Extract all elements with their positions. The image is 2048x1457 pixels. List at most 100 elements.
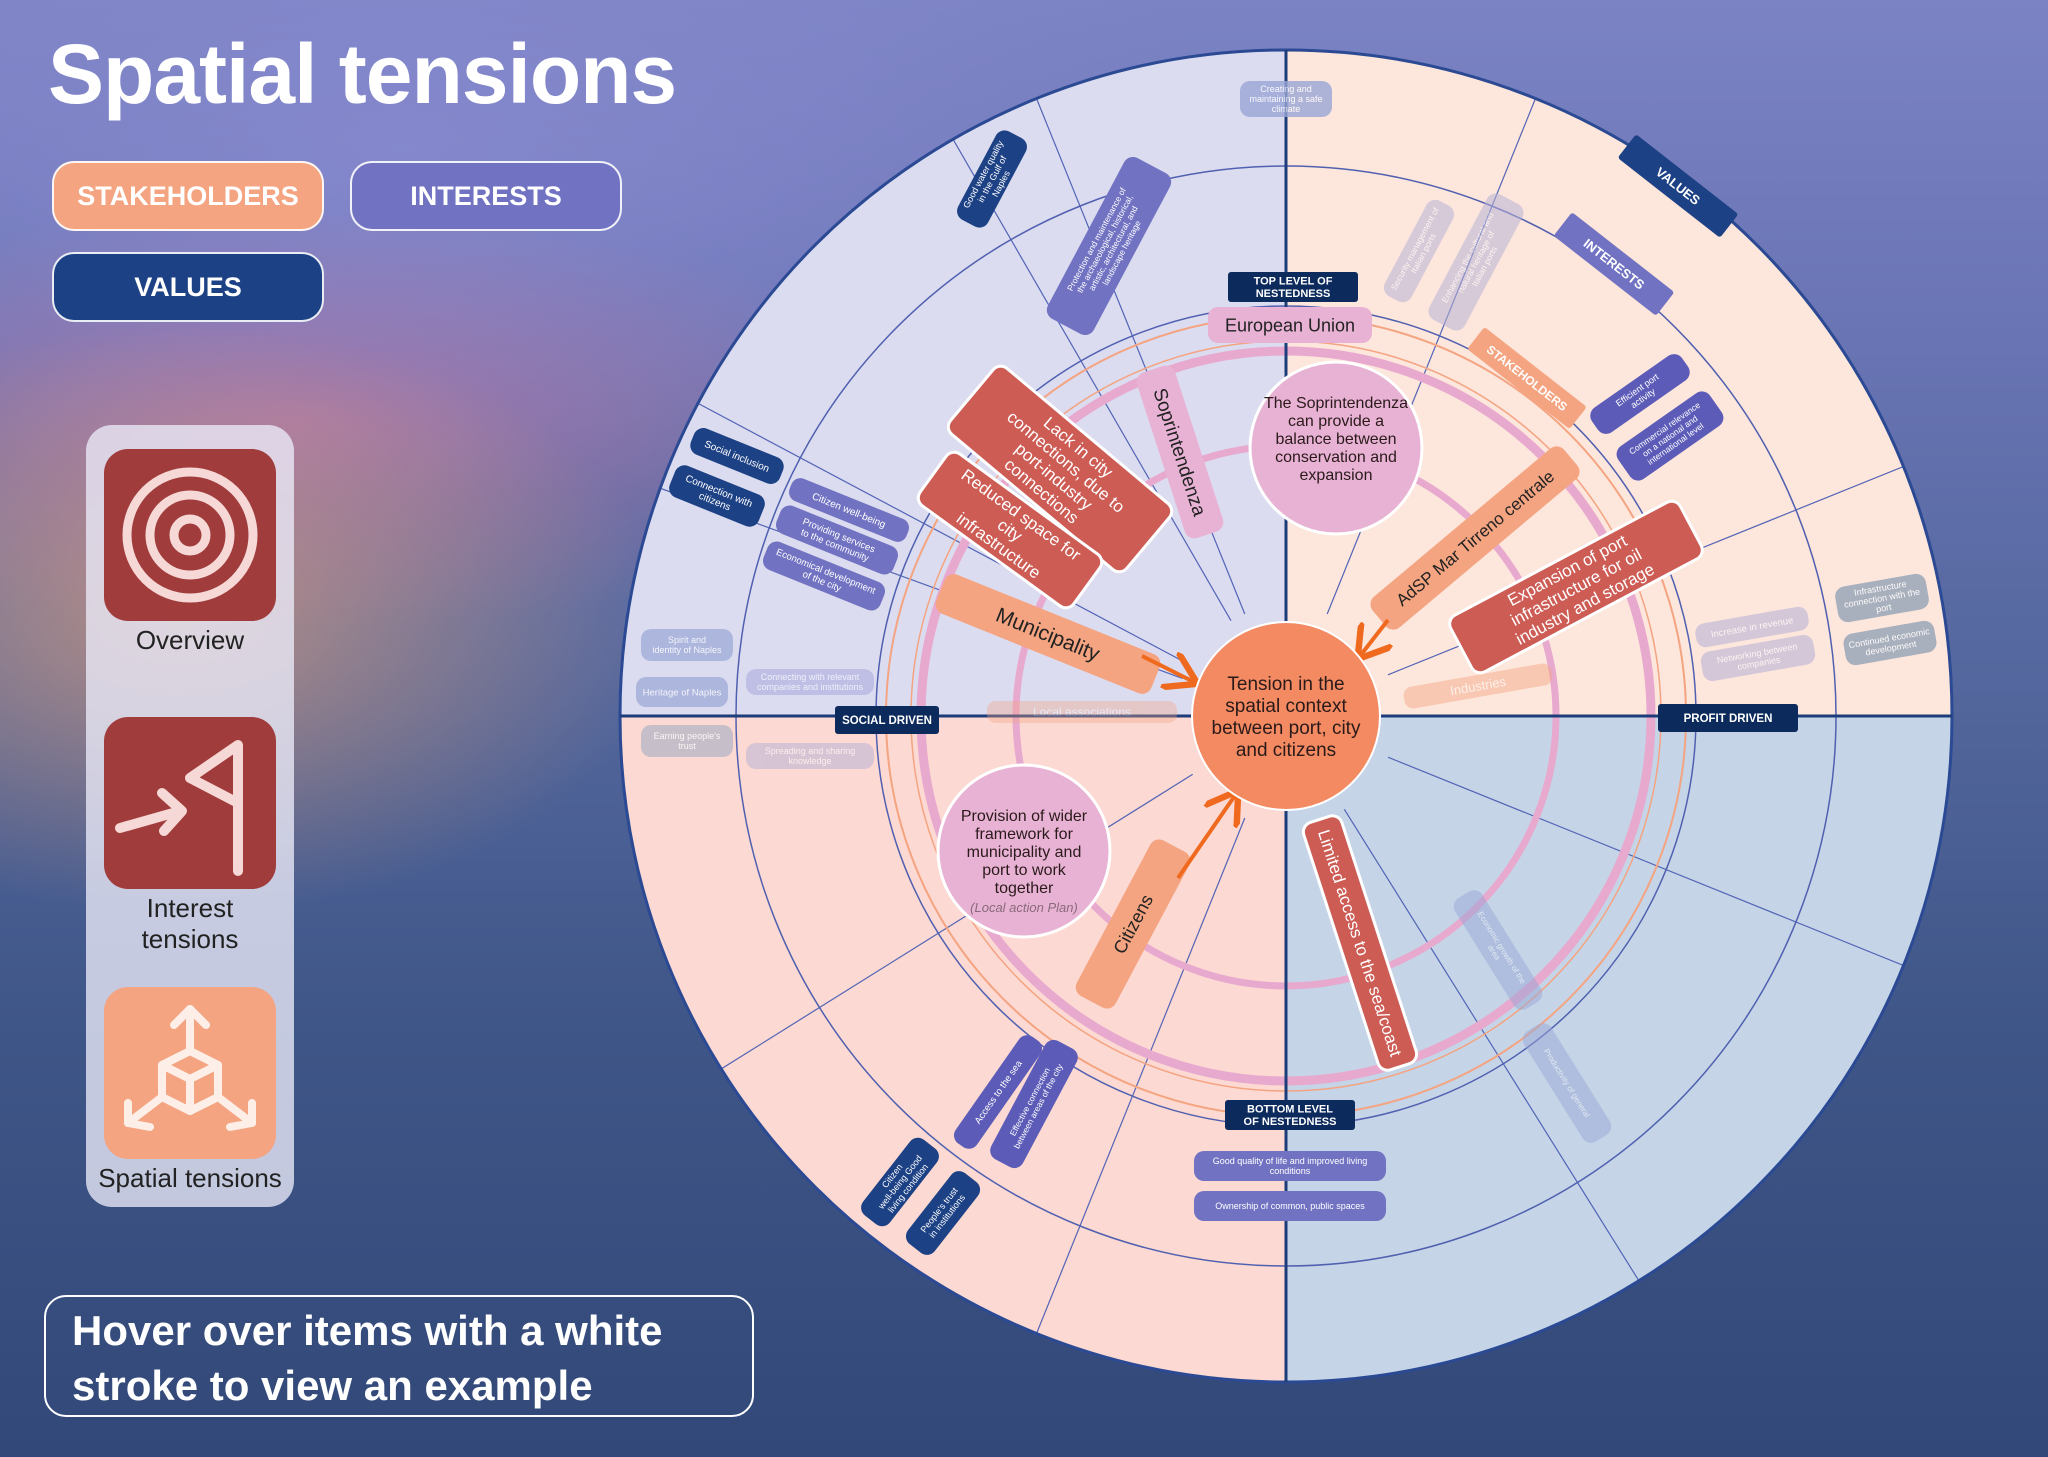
interest-ownership-label: Ownership of common, public spaces	[1215, 1201, 1365, 1211]
axis-label-right-label: PROFIT DRIVEN	[1684, 713, 1773, 725]
diverging-arrow-icon	[104, 717, 276, 889]
tension-expansion-bg	[1448, 499, 1704, 675]
ring-label-values-bg	[1618, 135, 1738, 237]
nav-item-overview[interactable]: Overview	[86, 449, 294, 656]
tension-limited-access-bg	[1301, 814, 1419, 1072]
interest-faded-a-bg	[1453, 890, 1543, 1010]
sector-divider	[1343, 808, 1658, 1310]
nav-label-interest-tensions: Interest tensions	[141, 893, 239, 954]
page-title: Spatial tensions	[48, 27, 677, 121]
interest-effective-connection-bg	[990, 1039, 1078, 1169]
interest-citizen-wellbeing-bg	[788, 478, 910, 542]
interest-spreading-knowledge-bg	[746, 743, 874, 769]
interest-protection-heritage-bg	[1046, 156, 1172, 336]
value-earning-trust-bg	[641, 725, 733, 757]
stakeholder-local-associations-label: Local associations	[1033, 705, 1131, 719]
value-connection-citizens[interactable]: Connection withcitizens	[666, 462, 768, 529]
arrow-citizens	[1176, 794, 1236, 880]
interest-economical-development-bg	[762, 541, 886, 611]
stakeholder-local-associations-bg	[987, 701, 1177, 723]
legend-interests-button[interactable]: INTERESTS	[350, 161, 622, 231]
value-citizen-wellbeing-good-bg	[861, 1137, 939, 1227]
value-commercial-relevance[interactable]: Commercial relevanceon a national andint…	[1613, 387, 1728, 484]
value-infrastructure-connection-bg	[1835, 573, 1929, 623]
cube-arrows-icon	[104, 987, 276, 1159]
sector-divider	[692, 773, 1194, 1088]
value-efficient-port-bg	[1590, 354, 1690, 434]
interest-enhance-heritage-bg	[1428, 193, 1524, 331]
axis-label-top-bg	[1228, 272, 1358, 302]
stakeholder-municipality-bg	[935, 574, 1161, 694]
pink-bubble-framework-note: (Local action Plan)	[970, 900, 1078, 915]
pink-bubble-balance-circle	[1248, 360, 1424, 536]
interest-faded-b-bg	[1522, 1023, 1612, 1143]
sector-divider	[1387, 756, 1936, 979]
value-heritage[interactable]: Heritage of Naples	[636, 677, 728, 707]
sector-divider	[667, 386, 1190, 665]
interest-ownership[interactable]: Ownership of common, public spaces	[1194, 1191, 1386, 1221]
interest-protection-heritage[interactable]: Protection and maintenance ofthe archaeo…	[1043, 153, 1174, 338]
sector-divider	[1023, 817, 1246, 1366]
interest-good-quality[interactable]: Good quality of life and improved living…	[1194, 1151, 1386, 1181]
tension-lack-connections-bg	[946, 364, 1174, 574]
nav-item-interest-tensions[interactable]: Interest tensions	[86, 717, 294, 955]
value-economic-development[interactable]: Continued economicdevelopment	[1842, 619, 1938, 666]
stakeholder-adsp-bg	[1370, 446, 1580, 630]
value-safe-climate-bg	[1240, 81, 1332, 117]
value-commercial-relevance-bg	[1616, 391, 1724, 481]
nav-label-overview: Overview	[135, 625, 245, 655]
legend-stakeholders-button[interactable]: STAKEHOLDERS	[52, 161, 324, 231]
nav-item-spatial-tensions[interactable]: Spatial tensions	[86, 987, 294, 1194]
interest-access-sea-bg	[953, 1035, 1043, 1149]
value-heritage-label: Heritage of Naples	[643, 687, 722, 698]
stakeholder-eu-bg	[1208, 307, 1372, 343]
target-icon	[104, 449, 276, 621]
ring-label-stakeholders-bg	[1468, 328, 1586, 428]
stakeholder-citizens-bg	[1075, 839, 1191, 1009]
interest-connecting-companies-bg	[746, 669, 874, 695]
axis-label-right: PROFIT DRIVEN	[1658, 704, 1798, 732]
stakeholder-local-associations[interactable]: Local associations	[987, 701, 1177, 723]
legend-values-button[interactable]: VALUES	[52, 252, 324, 322]
stakeholder-industries-bg	[1403, 663, 1553, 709]
interest-providing-services-bg	[775, 505, 899, 575]
interest-good-quality-bg	[1194, 1151, 1386, 1181]
interest-ownership-bg	[1194, 1191, 1386, 1221]
center-circle	[1191, 621, 1381, 811]
interest-increase-revenue-bg	[1695, 606, 1809, 648]
axis-label-left-label: SOCIAL DRIVEN	[842, 715, 932, 727]
axis-label-bottom-bg	[1225, 1100, 1355, 1130]
value-peoples-trust-bg	[905, 1171, 981, 1255]
axis-label-left: SOCIAL DRIVEN	[835, 706, 939, 734]
value-spirit-identity-bg	[641, 629, 733, 661]
interest-networking-companies-bg	[1700, 634, 1816, 682]
nav-panel: Overview Interest tensions	[86, 425, 294, 1207]
stakeholder-eu[interactable]: European Union	[1208, 307, 1372, 343]
tension-reduced-space-bg	[916, 450, 1104, 610]
value-infrastructure-connection[interactable]: Infrastructureconnection with theport	[1834, 572, 1931, 623]
value-heritage-bg	[636, 677, 728, 707]
value-social-inclusion-bg	[690, 428, 784, 484]
tension-lack-connections[interactable]: Lack in cityconnections, due toport-indu…	[944, 362, 1175, 576]
value-connection-citizens-bg	[669, 465, 765, 527]
stakeholder-eu-label: European Union	[1225, 315, 1355, 335]
